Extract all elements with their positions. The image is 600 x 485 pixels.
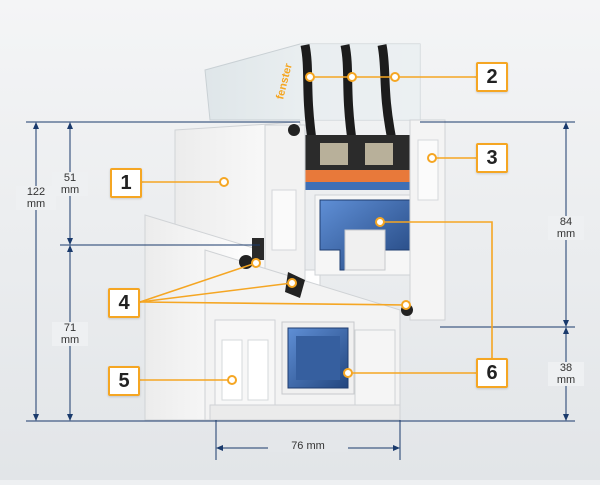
dimension-value: 71: [63, 322, 77, 334]
callout-badge-1: 1: [110, 168, 142, 198]
dimension-unit: mm: [556, 228, 576, 240]
callout-badge-4: 4: [108, 288, 140, 318]
dimension-left-upper: 51 mm: [52, 172, 88, 196]
dimension-unit: mm: [60, 184, 80, 196]
dimension-value: 84: [559, 216, 573, 228]
dimension-left-total: 122 mm: [16, 186, 56, 210]
dimension-unit: mm: [60, 334, 80, 346]
dimension-value: 38: [559, 362, 573, 374]
dimension-lines: [26, 121, 575, 460]
callout-badge-3: 3: [476, 143, 508, 173]
dimension-unit: mm: [26, 198, 46, 210]
dimension-right-lower: 38 mm: [548, 362, 584, 386]
callout-badge-2: 2: [476, 62, 508, 92]
callout-dots: [219, 72, 437, 385]
callout-badge-6: 6: [476, 358, 508, 388]
dimension-value: 122: [26, 186, 46, 198]
dimension-right-upper: 84 mm: [548, 216, 584, 240]
dimension-bottom-width: 76 mm: [268, 440, 348, 452]
dimension-value: 51: [63, 172, 77, 184]
dimension-unit: mm: [556, 374, 576, 386]
frame-profile: [144, 214, 401, 421]
callout-badge-5: 5: [108, 366, 140, 396]
dimension-arrows: [33, 122, 569, 451]
callout-leaders: [139, 76, 493, 381]
dimension-left-lower: 71 mm: [52, 322, 88, 346]
dimension-text: 76 mm: [291, 440, 325, 452]
